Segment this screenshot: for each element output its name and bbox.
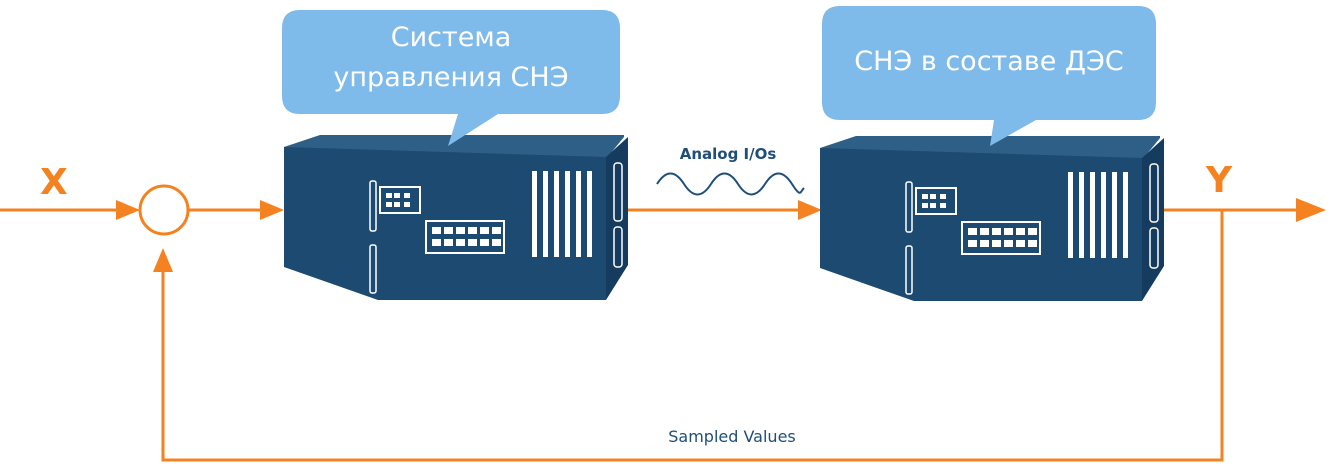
controller-drive-slot xyxy=(480,239,489,246)
plant-callout-text: СНЭ в составе ДЭС xyxy=(854,46,1123,77)
junction-to-controller-arrowhead xyxy=(260,200,284,220)
controller-control-button xyxy=(394,193,400,198)
plant-drive-slot xyxy=(1028,228,1037,235)
controller-vent-slot xyxy=(576,171,581,257)
plant-side-face xyxy=(1142,138,1164,301)
plant-right-ear-lower xyxy=(1149,227,1159,269)
controller-vent-slot xyxy=(543,171,548,257)
controller-callout-line2: управления СНЭ xyxy=(333,62,568,93)
plant-front-face xyxy=(820,148,1142,301)
plant-drive-slot xyxy=(992,240,1001,247)
feedback-loop-line xyxy=(161,210,1224,462)
controller-side-face xyxy=(606,137,628,300)
analog-io-label: Analog I/Os xyxy=(680,145,777,163)
sampled-values-label: Sampled Values xyxy=(668,427,796,446)
controller-drive-slot xyxy=(432,239,441,246)
controller-left-ear-lower xyxy=(369,244,377,294)
controller-control-button xyxy=(394,202,400,207)
plant-callout: СНЭ в составе ДЭС xyxy=(822,6,1156,146)
controller-left-ear-upper xyxy=(369,180,377,232)
output-arrowhead xyxy=(1296,198,1326,222)
controller-drive-slot xyxy=(432,227,441,234)
controller-device-icon xyxy=(284,135,628,300)
controller-control-button xyxy=(386,193,392,198)
plant-drive-slot xyxy=(980,228,989,235)
controller-callout-line1: Система xyxy=(391,22,512,53)
controller-front-face xyxy=(284,147,606,300)
controller-right-ear-lower xyxy=(613,226,623,268)
controller-vent-slot xyxy=(532,171,537,257)
sine-wave-icon xyxy=(656,172,805,196)
controller-drive-slot xyxy=(492,227,501,234)
plant-vent-slot xyxy=(1068,172,1073,258)
summing-junction-icon xyxy=(138,184,190,236)
plant-vent-slot xyxy=(1123,172,1128,258)
feedback-arrowhead xyxy=(153,248,173,272)
plant-device-icon xyxy=(820,136,1164,301)
controller-control-button xyxy=(404,193,410,198)
plant-vent-slot xyxy=(1112,172,1117,258)
controller-drive-slot xyxy=(468,227,477,234)
plant-drive-slot xyxy=(968,240,977,247)
plant-drive-slot xyxy=(1004,228,1013,235)
plant-control-button xyxy=(930,194,936,199)
controller-drive-slot xyxy=(444,227,453,234)
controller-vent-slot xyxy=(587,171,592,257)
controller-callout: Система управления СНЭ xyxy=(282,10,620,146)
controller-vent-slot xyxy=(565,171,570,257)
controller-to-plant-arrowhead xyxy=(798,200,822,220)
plant-control-button xyxy=(940,203,946,208)
input-arrowhead xyxy=(116,200,140,220)
controller-control-panel xyxy=(379,186,421,214)
plant-vent-slot xyxy=(1079,172,1084,258)
plant-vent-slot xyxy=(1101,172,1106,258)
plant-drive-slot xyxy=(1028,240,1037,247)
plant-drive-slot xyxy=(968,228,977,235)
input-label: X xyxy=(40,162,68,203)
plant-right-ear-upper xyxy=(1149,163,1159,223)
controller-drive-slot xyxy=(456,227,465,234)
controller-control-button xyxy=(386,202,392,207)
plant-left-ear-lower xyxy=(905,245,913,295)
controller-drive-slot xyxy=(480,227,489,234)
plant-control-button xyxy=(922,194,928,199)
controller-drive-slot xyxy=(444,239,453,246)
controller-control-button xyxy=(404,202,410,207)
plant-drive-bay xyxy=(961,221,1041,255)
plant-drive-slot xyxy=(1016,240,1025,247)
controller-right-ear-upper xyxy=(613,162,623,222)
controller-callout-bubble xyxy=(282,10,620,146)
output-label: Y xyxy=(1205,160,1233,201)
plant-control-button xyxy=(930,203,936,208)
plant-callout-bubble xyxy=(822,6,1156,146)
controller-drive-slot xyxy=(456,239,465,246)
plant-vent-slot xyxy=(1090,172,1095,258)
controller-drive-slot xyxy=(492,239,501,246)
plant-drive-slot xyxy=(1016,228,1025,235)
plant-drive-slot xyxy=(980,240,989,247)
controller-drive-slot xyxy=(468,239,477,246)
signal-lines xyxy=(0,172,1326,462)
plant-control-button xyxy=(940,194,946,199)
plant-left-ear-upper xyxy=(905,181,913,233)
plant-control-panel xyxy=(915,187,957,215)
controller-drive-bay xyxy=(425,220,505,254)
plant-control-button xyxy=(922,203,928,208)
plant-drive-slot xyxy=(992,228,1001,235)
plant-drive-slot xyxy=(1004,240,1013,247)
controller-vent-slot xyxy=(554,171,559,257)
